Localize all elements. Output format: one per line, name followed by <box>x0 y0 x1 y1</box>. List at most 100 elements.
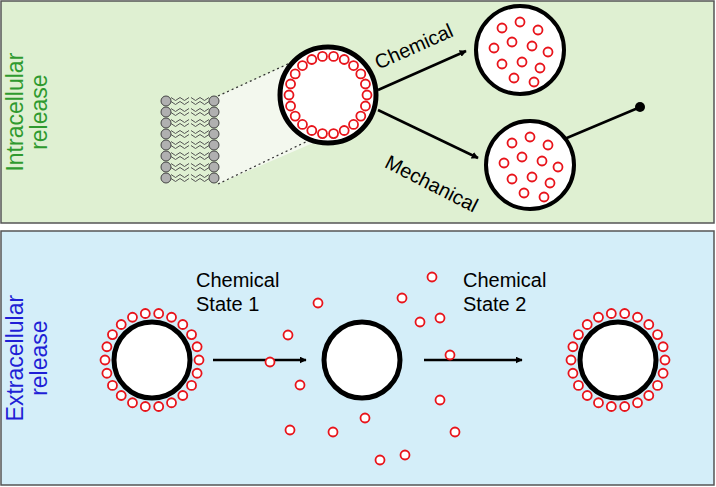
cargo-molecule <box>528 173 537 182</box>
cargo-molecule <box>298 61 307 70</box>
cargo-molecule <box>108 330 117 339</box>
lipid-head <box>209 107 219 117</box>
cargo-molecule <box>307 126 316 135</box>
cargo-molecule <box>530 78 539 87</box>
panel-heading: Intracellular release <box>3 27 51 197</box>
cargo-molecule <box>451 428 460 437</box>
cargo-molecule <box>187 330 196 339</box>
cargo-molecule <box>398 294 407 303</box>
cargo-molecule <box>298 120 307 129</box>
lipid-head <box>161 140 171 150</box>
cargo-molecule <box>594 313 603 322</box>
cargo-molecule <box>436 314 445 323</box>
lipid-tail <box>171 124 189 127</box>
cargo-molecule <box>361 80 370 89</box>
vesicle <box>114 322 190 398</box>
lipid-head <box>209 118 219 128</box>
lipid-head <box>161 118 171 128</box>
lipid-head <box>161 162 171 172</box>
cargo-molecule <box>154 402 163 411</box>
cargo-molecule <box>644 391 653 400</box>
cargo-molecule <box>633 398 642 407</box>
cargo-molecule <box>500 159 509 168</box>
cargo-molecule <box>490 44 499 53</box>
panel-heading-holder: Extracellular release <box>1 231 53 485</box>
panel-heading-holder: Intracellular release <box>1 1 53 223</box>
cargo-molecule <box>349 61 358 70</box>
lipid-head <box>161 173 171 183</box>
cargo-molecules <box>101 18 670 465</box>
lipid-tail <box>191 153 209 156</box>
probe-tip <box>635 102 645 112</box>
lipid-tail <box>171 131 189 134</box>
lipid-tail <box>171 98 189 101</box>
cargo-molecule <box>117 320 126 329</box>
lipid-head <box>161 151 171 161</box>
cargo-molecule <box>518 58 527 67</box>
cargo-molecule <box>544 48 553 57</box>
cargo-molecule <box>376 456 385 465</box>
cargo-molecule <box>307 55 316 64</box>
cargo-molecule <box>498 60 507 69</box>
lipid-tail <box>171 179 189 182</box>
lipid-head <box>161 107 171 117</box>
cargo-molecule <box>544 141 553 150</box>
cargo-molecule <box>356 112 365 121</box>
vesicle <box>580 322 656 398</box>
cargo-molecule <box>401 451 410 460</box>
cargo-molecule <box>536 64 545 73</box>
cargo-molecule <box>574 381 583 390</box>
cargo-molecule <box>318 52 327 61</box>
lipid-tail <box>191 124 209 127</box>
cargo-molecule <box>534 26 543 35</box>
cargo-molecule <box>285 91 294 100</box>
lipid-tail <box>171 175 189 178</box>
cargo-molecule <box>102 342 111 351</box>
cargo-molecule <box>340 126 349 135</box>
lipid-tail <box>171 146 189 149</box>
lipid-tail <box>191 157 209 160</box>
panel: Intracellular release <box>1 1 714 223</box>
vesicle <box>486 121 574 209</box>
cargo-molecule <box>607 402 616 411</box>
lipid-tail <box>171 157 189 160</box>
arrow <box>378 110 478 158</box>
cargo-molecule <box>546 179 555 188</box>
lipid-tail <box>191 175 209 178</box>
cargo-molecule <box>620 402 629 411</box>
cargo-molecule <box>128 398 137 407</box>
lipid-head <box>209 173 219 183</box>
cargo-molecule <box>436 396 445 405</box>
cargo-molecule <box>329 52 338 61</box>
panel-ground <box>1 1 714 223</box>
arrow-label: Chemical State 1 <box>196 268 306 316</box>
lipid-tail <box>191 164 209 167</box>
cargo-molecule <box>286 80 295 89</box>
cargo-molecule <box>594 398 603 407</box>
cargo-molecule <box>340 55 349 64</box>
lipid-tail <box>171 113 189 116</box>
cargo-molecule <box>508 175 517 184</box>
cargo-molecule <box>291 112 300 121</box>
panel-ground <box>1 231 714 485</box>
cargo-molecule <box>361 101 370 110</box>
panel: Extracellular release <box>1 231 714 485</box>
zoom-line <box>218 138 314 184</box>
cargo-molecule <box>284 331 293 340</box>
lipid-tail <box>171 142 189 145</box>
lipid-tail <box>171 153 189 156</box>
cargo-molecule <box>607 309 616 318</box>
cargo-molecule <box>193 369 202 378</box>
lipid-tail <box>171 109 189 112</box>
cargo-molecule <box>567 356 576 365</box>
panel-heading: Extracellular release <box>3 273 51 443</box>
lipid-head <box>209 140 219 150</box>
lipid-tail <box>191 98 209 101</box>
lipid-tail <box>171 120 189 123</box>
lipid-tail <box>191 179 209 182</box>
probe-stick <box>562 108 638 140</box>
cargo-molecule <box>538 157 547 166</box>
arrow-label-holder: Chemical State 1 <box>196 268 306 316</box>
cargo-molecule <box>291 69 300 78</box>
lipid-head <box>209 96 219 106</box>
